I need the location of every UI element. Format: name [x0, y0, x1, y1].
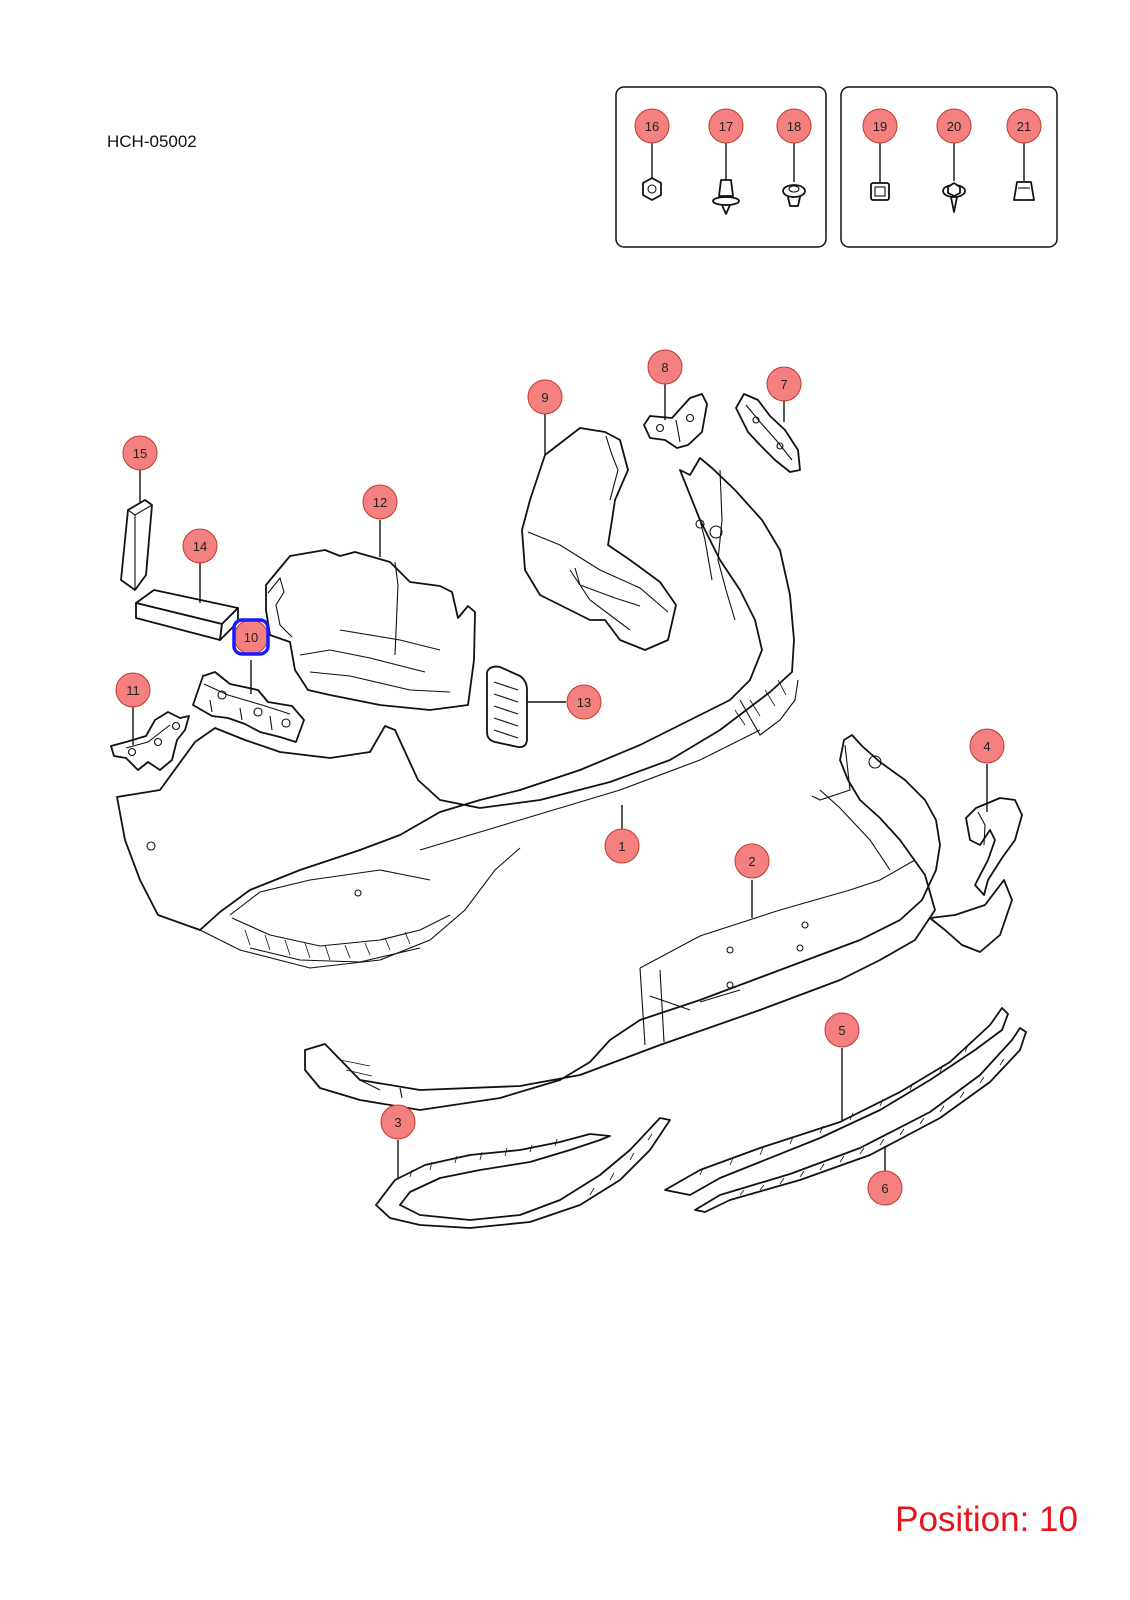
part-15-energy-absorber: [120, 470, 153, 591]
callout-marker[interactable]: [766, 366, 802, 402]
callout-label: 19: [873, 119, 887, 134]
callout-label: 10: [244, 630, 258, 645]
callout-label: 16: [645, 119, 659, 134]
callout-1[interactable]: 1: [604, 828, 640, 864]
part-8-upper-bracket: [643, 384, 708, 449]
grommet-clip-icon: [782, 126, 806, 207]
part-14-foam-block: [135, 563, 239, 641]
callout-marker[interactable]: [182, 528, 218, 564]
callout-19[interactable]: 19: [862, 108, 898, 144]
callout-marker[interactable]: [862, 108, 898, 144]
callout-label: 2: [748, 854, 755, 869]
part-12-splash-shield: [265, 520, 476, 711]
callout-label: 21: [1017, 119, 1031, 134]
callout-marker[interactable]: [115, 672, 151, 708]
part-1-bumper-cover: [116, 457, 799, 969]
callout-marker[interactable]: [566, 684, 602, 720]
callout-marker[interactable]: [362, 484, 398, 520]
callout-marker[interactable]: [380, 1104, 416, 1140]
callout-6[interactable]: 6: [867, 1170, 903, 1206]
callout-3[interactable]: 3: [380, 1104, 416, 1140]
callout-label: 9: [541, 390, 548, 405]
callout-label: 14: [193, 539, 207, 554]
fastener-box-group-a: [615, 86, 827, 248]
callout-label: 3: [394, 1115, 401, 1130]
callout-label: 7: [780, 377, 787, 392]
callout-14[interactable]: 14: [182, 528, 218, 564]
callout-16[interactable]: 16: [634, 108, 670, 144]
part-13-vent-grille: [486, 665, 566, 749]
callout-15[interactable]: 15: [122, 435, 158, 471]
callout-17[interactable]: 17: [708, 108, 744, 144]
callout-label: 17: [719, 119, 733, 134]
part-11-lower-bracket: [110, 707, 190, 771]
callout-label: 4: [983, 739, 990, 754]
callout-label: 13: [577, 695, 591, 710]
part-9-arch-liner: [521, 414, 677, 651]
callout-label: 11: [126, 683, 140, 698]
part-3-lamp-surround: [375, 1117, 671, 1229]
callout-5[interactable]: 5: [824, 1012, 860, 1048]
callout-marker[interactable]: [527, 379, 563, 415]
callout-marker[interactable]: [969, 728, 1005, 764]
part-7-side-rail-bracket: [735, 393, 801, 473]
callout-label: 15: [133, 446, 147, 461]
callout-label: 20: [947, 119, 961, 134]
callout-label: 5: [838, 1023, 845, 1038]
callout-12[interactable]: 12: [362, 484, 398, 520]
callout-marker[interactable]: [867, 1170, 903, 1206]
callout-label: 18: [787, 119, 801, 134]
callout-4[interactable]: 4: [969, 728, 1005, 764]
callout-label: 6: [881, 1181, 888, 1196]
part-5-trim-strip: [664, 1007, 1009, 1196]
callout-7[interactable]: 7: [766, 366, 802, 402]
callout-20[interactable]: 20: [936, 108, 972, 144]
callout-label: 8: [661, 360, 668, 375]
callout-18[interactable]: 18: [776, 108, 812, 144]
callout-21[interactable]: 21: [1006, 108, 1042, 144]
selected-highlight: [232, 618, 270, 656]
callout-marker[interactable]: [604, 828, 640, 864]
callout-label: 12: [373, 495, 387, 510]
push-rivet-icon: [712, 126, 740, 215]
callout-9[interactable]: 9: [527, 379, 563, 415]
callout-marker[interactable]: [776, 108, 812, 144]
callout-11[interactable]: 11: [115, 672, 151, 708]
callout-marker[interactable]: [708, 108, 744, 144]
callout-8[interactable]: 8: [647, 349, 683, 385]
callout-13[interactable]: 13: [566, 684, 602, 720]
part-2-lower-diffuser: [304, 734, 941, 1111]
part-10-side-bracket: [192, 660, 305, 743]
callout-marker[interactable]: [1006, 108, 1042, 144]
diagram-code: HCH-05002: [107, 132, 197, 151]
callout-marker[interactable]: [122, 435, 158, 471]
callout-marker[interactable]: [936, 108, 972, 144]
callout-marker[interactable]: [824, 1012, 860, 1048]
callout-2[interactable]: 2: [734, 843, 770, 879]
callout-marker[interactable]: [734, 843, 770, 879]
part-6-skid-strip: [694, 1027, 1027, 1213]
callout-label: 1: [618, 839, 625, 854]
callout-10[interactable]: 10: [232, 618, 270, 656]
callout-marker[interactable]: [634, 108, 670, 144]
callout-marker[interactable]: [647, 349, 683, 385]
position-readout: Position: 10: [895, 1500, 1078, 1539]
fastener-box-group-b: [840, 86, 1058, 248]
part-4-corner-bracket: [929, 764, 1023, 953]
